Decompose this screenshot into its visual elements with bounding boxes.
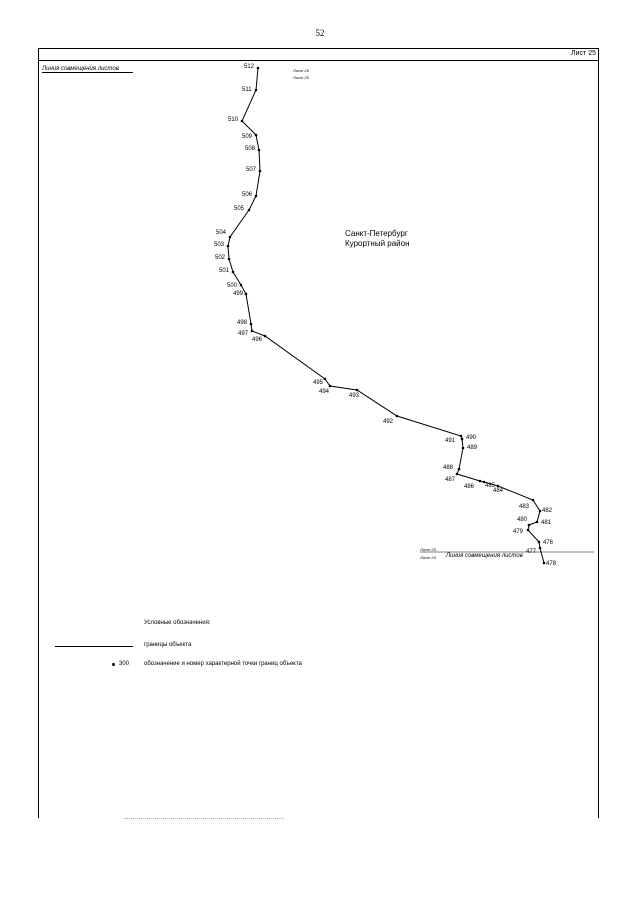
page-number: 52 bbox=[315, 28, 325, 38]
bottom-sheet-ref-lower: Лист 24 bbox=[420, 555, 436, 560]
boundary-point-487 bbox=[455, 472, 459, 476]
top-merge-line-label: Линия совмещения листов bbox=[42, 66, 133, 73]
bottom-sheet-ref-upper: Лист 25 bbox=[420, 547, 436, 552]
legend-title: Условные обозначения: bbox=[144, 620, 211, 626]
boundary-point-491 bbox=[459, 434, 463, 438]
bottom-faint-line bbox=[124, 818, 284, 819]
map-frame bbox=[38, 48, 599, 818]
top-sheet-ref-lower: Лист 25 bbox=[293, 75, 309, 80]
bottom-merge-line-label: Линия совмещения листов bbox=[446, 553, 523, 559]
sheet-label: Лист 25 bbox=[571, 50, 596, 57]
boundary-point-label-508: 508 bbox=[245, 146, 256, 152]
boundary-points: 512 511 510 509 508 507 506 505 504 503 502 501 500 4… bbox=[214, 64, 557, 567]
boundary-point-498 bbox=[249, 322, 253, 326]
boundary-point-483 bbox=[531, 498, 535, 502]
boundary-point-482 bbox=[538, 509, 542, 513]
boundary-point-505 bbox=[247, 208, 251, 212]
boundary-point-label-486: 486 bbox=[464, 484, 475, 490]
legend-point-number: 300 bbox=[119, 661, 130, 667]
boundary-point-label-497: 497 bbox=[238, 331, 249, 337]
boundary-point-label-485: 485 bbox=[485, 483, 496, 489]
boundary-point-label-480: 480 bbox=[517, 517, 528, 523]
boundary-point-label-498: 498 bbox=[237, 320, 248, 326]
boundary-point-511 bbox=[254, 88, 258, 92]
boundary-point-509 bbox=[254, 133, 258, 137]
boundary-point-label-484: 484 bbox=[493, 488, 504, 494]
boundary-point-502 bbox=[227, 257, 231, 261]
boundary-point-label-509: 509 bbox=[242, 134, 253, 140]
boundary-point-label-483: 483 bbox=[519, 504, 530, 510]
boundary-point-512 bbox=[256, 66, 260, 70]
boundary-point-label-506: 506 bbox=[242, 192, 253, 198]
boundary-point-503 bbox=[226, 244, 230, 248]
boundary-point-label-487: 487 bbox=[445, 477, 456, 483]
frame-header-line bbox=[38, 60, 599, 61]
boundary-point-478 bbox=[542, 561, 546, 565]
boundary-point-500 bbox=[239, 283, 243, 287]
boundary-point-510 bbox=[240, 119, 244, 123]
region-label: Санкт-Петербург Курортный район bbox=[345, 229, 410, 249]
region-district: Курортный район bbox=[345, 239, 410, 248]
boundary-point-label-500: 500 bbox=[227, 283, 238, 289]
boundary-point-494 bbox=[328, 384, 332, 388]
boundary-point-label-488: 488 bbox=[443, 465, 454, 471]
boundary-point-480 bbox=[527, 523, 531, 527]
boundary-point-label-476: 476 bbox=[543, 540, 554, 546]
boundary-point-label-482: 482 bbox=[542, 508, 553, 514]
boundary-point-486 bbox=[478, 479, 482, 483]
boundary-point-label-507: 507 bbox=[246, 167, 257, 173]
boundary-point-507 bbox=[258, 169, 262, 173]
boundary-point-label-491: 491 bbox=[445, 438, 456, 444]
legend-boundary-label: границы объекта bbox=[144, 642, 192, 648]
boundary-point-label-479: 479 bbox=[513, 529, 524, 535]
boundary-point-label-495: 495 bbox=[313, 380, 324, 386]
boundary-point-label-493: 493 bbox=[349, 393, 360, 399]
boundary-point-504 bbox=[228, 235, 232, 239]
boundary-point-label-489: 489 bbox=[467, 445, 478, 451]
boundary-point-496 bbox=[263, 334, 267, 338]
boundary-point-label-503: 503 bbox=[214, 242, 225, 248]
boundary-point-label-502: 502 bbox=[215, 255, 226, 261]
legend-point-sample bbox=[112, 663, 115, 666]
legend-boundary-sample bbox=[55, 646, 133, 647]
boundary-point-477 bbox=[538, 546, 542, 550]
boundary-point-label-512: 512 bbox=[244, 64, 255, 70]
boundary-point-506 bbox=[254, 194, 258, 198]
boundary-point-490 bbox=[460, 437, 464, 441]
boundary-point-485 bbox=[482, 480, 486, 484]
boundary-point-label-492: 492 bbox=[383, 419, 394, 425]
boundary-point-label-494: 494 bbox=[319, 389, 330, 395]
boundary-point-label-477: 477 bbox=[526, 549, 537, 555]
boundary-point-508 bbox=[257, 148, 261, 152]
boundary-point-label-505: 505 bbox=[234, 206, 245, 212]
boundary-point-label-499: 499 bbox=[233, 291, 244, 297]
boundary-point-label-478: 478 bbox=[546, 561, 557, 567]
boundary-point-481 bbox=[535, 520, 539, 524]
boundary-point-495 bbox=[323, 377, 327, 381]
boundary-point-476 bbox=[537, 540, 541, 544]
boundary-point-501 bbox=[231, 270, 235, 274]
boundary-point-497 bbox=[250, 329, 254, 333]
boundary-point-479 bbox=[526, 528, 530, 532]
boundary-point-label-490: 490 bbox=[466, 435, 477, 441]
boundary-point-label-511: 511 bbox=[242, 87, 252, 93]
boundary-point-484 bbox=[496, 484, 500, 488]
top-sheet-ref-upper: Лист 26 bbox=[293, 68, 309, 73]
boundary-point-label-501: 501 bbox=[219, 268, 230, 274]
boundary-point-label-496: 496 bbox=[252, 337, 263, 343]
boundary-point-label-510: 510 bbox=[228, 117, 239, 123]
legend-point-label: обозначение и номер характерной точки гр… bbox=[144, 661, 302, 667]
boundary-point-label-481: 481 bbox=[541, 520, 552, 526]
region-city: Санкт-Петербург bbox=[345, 229, 408, 238]
boundary-point-488 bbox=[457, 467, 461, 471]
boundary-point-489 bbox=[461, 446, 465, 450]
boundary-point-493 bbox=[355, 388, 359, 392]
boundary-point-499 bbox=[244, 292, 248, 296]
boundary-point-492 bbox=[395, 414, 399, 418]
boundary-point-label-504: 504 bbox=[216, 230, 227, 236]
